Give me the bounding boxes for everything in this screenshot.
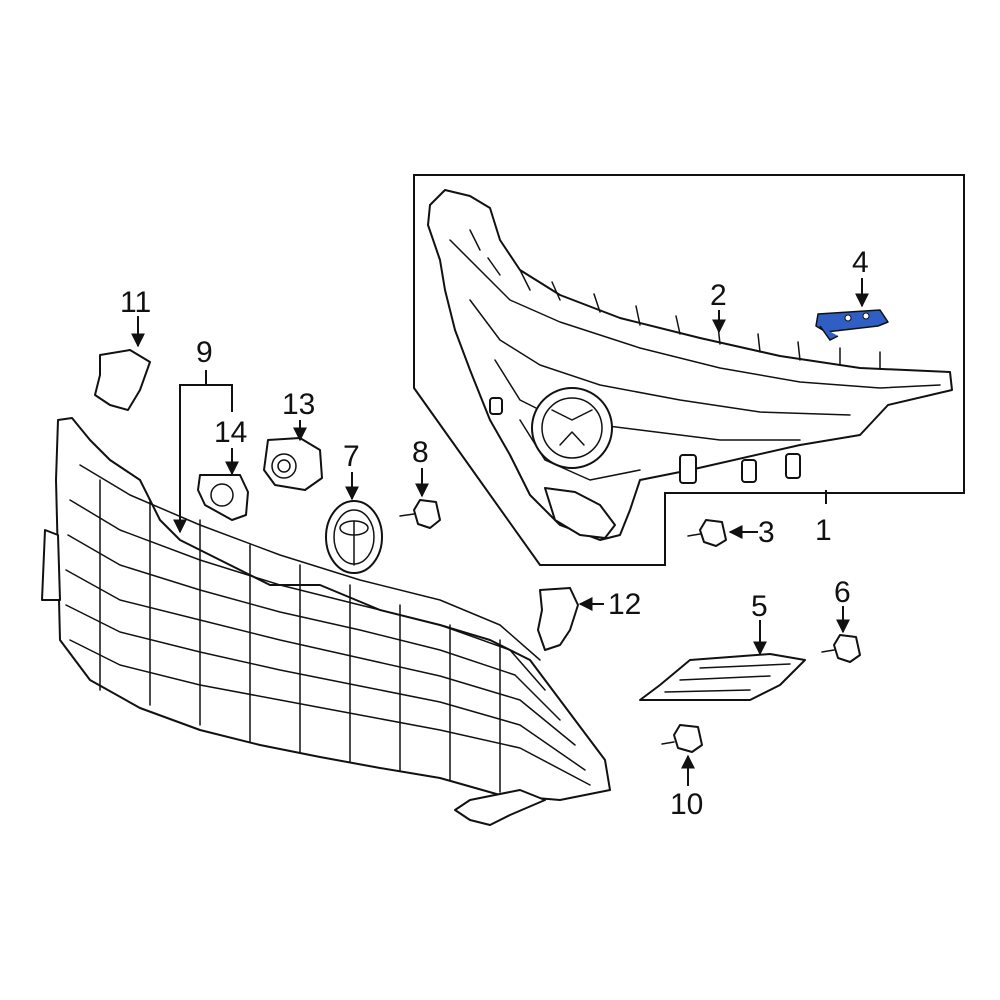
callout-5[interactable]: 5 [751,590,768,623]
bolt-10[interactable] [661,724,703,753]
callout-6[interactable]: 6 [834,576,851,609]
callout-11[interactable]: 11 [120,286,151,319]
callout-14[interactable]: 14 [214,416,247,449]
bracket-12[interactable] [537,587,579,651]
callout-2[interactable]: 2 [710,279,727,312]
callout-3[interactable]: 3 [758,516,775,549]
inset-frame [413,174,965,566]
callout-1[interactable]: 1 [815,514,832,547]
callout-13[interactable]: 13 [282,388,315,421]
camera-bracket-14[interactable] [197,474,249,521]
callout-9[interactable]: 9 [196,336,213,369]
callout-4[interactable]: 4 [852,246,869,279]
camera-13[interactable] [263,437,323,491]
bolt-8[interactable] [399,499,441,529]
bolt-6[interactable] [821,634,861,663]
leader-lines [131,278,869,786]
upper-grille[interactable] [427,189,953,541]
callout-10[interactable]: 10 [670,788,703,821]
molding-5[interactable] [639,653,806,701]
bracket-11[interactable] [94,349,151,411]
callout-labels: 1 2 3 4 5 6 7 8 9 10 11 12 13 14 [120,246,869,821]
lower-grille[interactable] [41,417,611,826]
callout-12[interactable]: 12 [608,588,641,621]
bolt-3[interactable] [687,519,727,547]
emblem-7[interactable] [325,500,383,574]
callout-7[interactable]: 7 [343,440,360,473]
callout-8[interactable]: 8 [412,436,429,469]
grille-bracket-highlighted[interactable] [815,309,889,341]
